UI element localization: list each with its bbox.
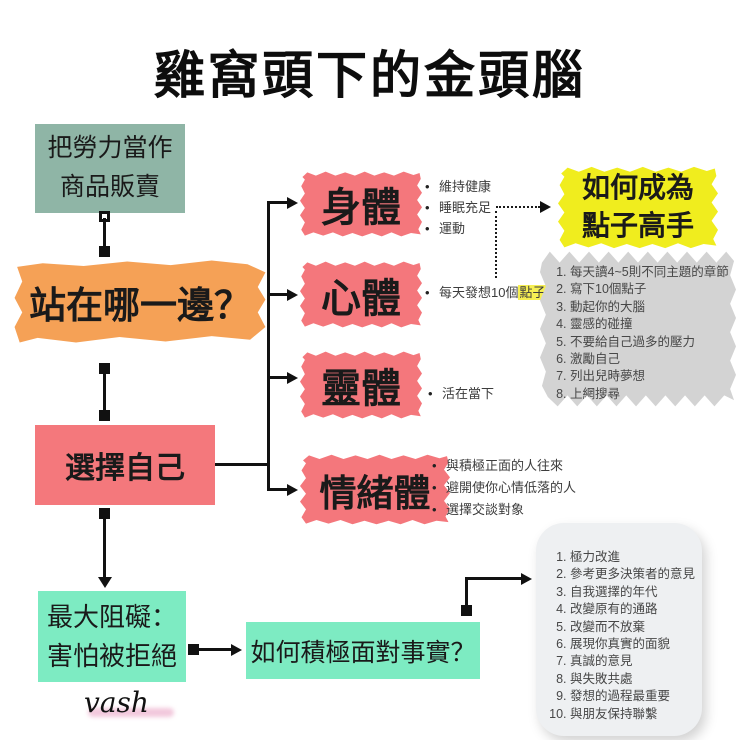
list-item: 每天讀4~5則不同主題的章節 [570, 264, 730, 281]
node-emotion-body: 情緒體 [300, 454, 450, 525]
connector-endpoint [188, 644, 199, 655]
signature: vash [84, 686, 149, 719]
connector-trunk [267, 201, 270, 491]
node-which-side: 站在哪一邊？ [14, 260, 266, 343]
connector-line [103, 368, 106, 415]
node-choose-yourself: 選擇自己 [35, 425, 215, 505]
connector-line [103, 218, 106, 252]
node-sell-labor-line1: 把勞力當作 [47, 134, 173, 162]
list-item: 展現你真實的面貌 [570, 636, 698, 653]
list-item: 極力改進 [570, 549, 698, 566]
connector-line [267, 201, 289, 204]
connector-line [267, 488, 289, 491]
idea-tips-panel: 每天讀4~5則不同主題的章節 寫下10個點子 動起你的大腦 靈感的碰撞 不要給自… [540, 251, 736, 407]
connector-line [465, 577, 523, 580]
node-biggest-obstacle-line1: 最大阻礙： [46, 602, 177, 632]
arrow-right-icon [231, 644, 242, 656]
mind-bullet-highlight: 點子 [518, 285, 547, 300]
bullet-item: 運動 [425, 218, 491, 239]
body-bullet-list: 維持健康 睡眠充足 運動 [425, 176, 491, 239]
node-biggest-obstacle: 最大阻礙： 害怕被拒絕 [38, 591, 186, 682]
connector-line [103, 514, 106, 578]
idea-tips-list: 每天讀4~5則不同主題的章節 寫下10個點子 動起你的大腦 靈感的碰撞 不要給自… [540, 252, 736, 404]
list-item: 參考更多決策者的意見 [570, 566, 698, 583]
node-physical-body-label: 身體 [321, 185, 401, 230]
node-biggest-obstacle-line2: 害怕被拒絕 [46, 641, 177, 671]
bullet-item: 與積極正面的人往來 [432, 455, 576, 477]
connector-line [196, 648, 232, 651]
connector-line [215, 463, 270, 466]
bullet-item: 活在當下 [428, 383, 494, 404]
dotted-connector-line [496, 206, 540, 208]
list-item: 發想的過程最重要 [570, 688, 698, 705]
spirit-bullet-list: 活在當下 [428, 383, 494, 404]
node-mind-body: 心體 [300, 261, 422, 328]
signature-smudge [88, 708, 174, 717]
list-item: 上網搜尋 [570, 386, 730, 403]
bullet-item: 選擇交談對象 [432, 499, 576, 521]
node-physical-body: 身體 [300, 171, 422, 237]
bullet-item: 避開使你心情低落的人 [432, 477, 576, 499]
arrow-right-icon [521, 573, 532, 585]
node-sell-labor: 把勞力當作 商品販賣 [35, 124, 185, 213]
list-item: 動起你的大腦 [570, 299, 730, 316]
connector-line [267, 293, 289, 296]
arrow-right-icon [287, 197, 298, 209]
connector-endpoint [99, 508, 110, 519]
emotion-bullet-list: 與積極正面的人往來 避開使你心情低落的人 選擇交談對象 [432, 455, 576, 521]
bullet-item: 每天發想10個點子 [425, 282, 547, 303]
list-item: 與失敗共處 [570, 671, 698, 688]
list-item: 靈感的碰撞 [570, 316, 730, 333]
node-spirit-body-label: 靈體 [321, 366, 401, 411]
list-item: 不要給自己過多的壓力 [570, 334, 730, 351]
connector-endpoint [99, 246, 110, 257]
arrow-down-icon [98, 577, 112, 588]
node-face-reality: 如何積極面對事實？ [246, 622, 480, 679]
node-idea-master-line2: 點子高手 [581, 210, 694, 242]
node-which-side-label: 站在哪一邊？ [29, 285, 251, 327]
arrow-right-icon [540, 201, 551, 213]
node-idea-master: 如何成為 點子高手 [558, 166, 718, 249]
page-title: 雞窩頭下的金頭腦 [153, 47, 586, 104]
connector-line [465, 579, 468, 607]
connector-endpoint [99, 410, 110, 421]
mind-bullet-list: 每天發想10個點子 [425, 282, 547, 303]
node-spirit-body: 靈體 [300, 351, 422, 419]
list-item: 激勵自己 [570, 351, 730, 368]
node-sell-labor-line2: 商品販賣 [59, 173, 160, 201]
bullet-item: 維持健康 [425, 176, 491, 197]
mind-bullet-text: 每天發想10個 [439, 285, 519, 300]
node-idea-master-line1: 如何成為 [581, 172, 694, 204]
list-item: 真誠的意見 [570, 653, 698, 670]
list-item: 改變原有的通路 [570, 601, 698, 618]
node-mind-body-label: 心體 [321, 275, 401, 321]
arrow-right-icon [287, 372, 298, 384]
node-choose-yourself-label: 選擇自己 [65, 452, 185, 485]
connector-line [267, 376, 289, 379]
bullet-item: 睡眠充足 [425, 197, 491, 218]
node-emotion-body-label: 情緒體 [319, 473, 431, 515]
arrow-right-icon [287, 484, 298, 496]
list-item: 改變而不放棄 [570, 619, 698, 636]
reality-tips-list: 極力改進 參考更多決策者的意見 自我選擇的年代 改變原有的通路 改變而不放棄 展… [536, 523, 702, 723]
node-face-reality-label: 如何積極面對事實？ [250, 639, 476, 667]
reality-tips-panel: 極力改進 參考更多決策者的意見 自我選擇的年代 改變原有的通路 改變而不放棄 展… [536, 523, 702, 736]
list-item: 寫下10個點子 [570, 281, 730, 298]
list-item: 與朋友保持聯繫 [570, 706, 698, 723]
arrow-right-icon [287, 289, 298, 301]
dotted-connector-line [495, 211, 497, 278]
connector-endpoint [461, 605, 472, 616]
list-item: 自我選擇的年代 [570, 584, 698, 601]
list-item: 列出兒時夢想 [570, 368, 730, 385]
